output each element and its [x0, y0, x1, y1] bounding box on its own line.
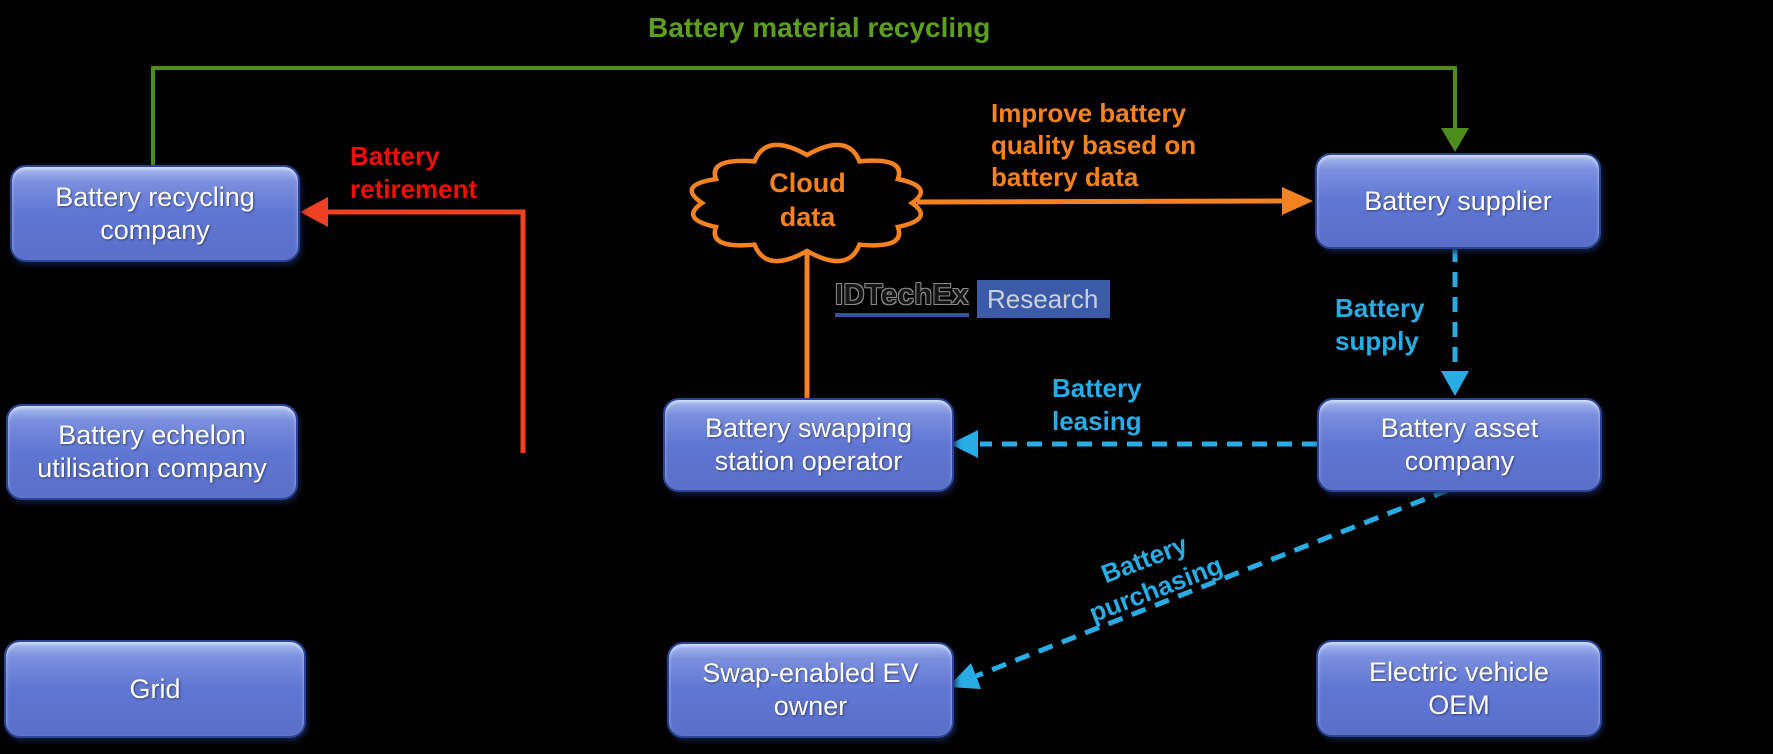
supply-label: Battery supply: [1335, 293, 1425, 356]
node-battery-echelon-utilisation-company: Battery echelon utilisation company: [6, 404, 298, 500]
supply-arrowhead: [1441, 371, 1469, 396]
cloud-shape: [689, 142, 923, 264]
material-recycling-label: Battery material recycling: [648, 12, 991, 43]
retirement-arrowhead: [300, 197, 328, 227]
improve-quality-line: [916, 198, 1285, 205]
leasing-arrowhead: [950, 430, 978, 458]
purchasing-line: [975, 487, 1449, 679]
purchasing-arrowhead: [948, 663, 981, 689]
improve-quality-label: Improve battery quality based on battery…: [991, 98, 1197, 192]
node-grid: Grid: [4, 640, 306, 738]
retirement-label: Battery retirement: [350, 141, 478, 204]
improve-quality-arrowhead: [1282, 187, 1313, 215]
node-battery-asset-company: Battery asset company: [1317, 398, 1602, 492]
material-recycling-arrowhead: [1441, 128, 1469, 152]
research-logo-badge: Research: [977, 280, 1111, 318]
node-battery-recycling-company: Battery recycling company: [10, 165, 300, 262]
leasing-label: Battery leasing: [1052, 373, 1142, 436]
retirement-line: [326, 209, 526, 453]
node-electric-vehicle-oem: Electric vehicle OEM: [1316, 640, 1602, 737]
node-swap-enabled-ev-owner: Swap-enabled EV owner: [667, 642, 954, 738]
node-battery-supplier: Battery supplier: [1315, 153, 1601, 249]
cloud-data-label: Cloud data: [769, 168, 846, 232]
material-recycling-line: [151, 66, 1457, 165]
node-battery-swapping-station-operator: Battery swapping station operator: [663, 398, 954, 492]
idtechex-logo-text: IDTechEx: [835, 280, 970, 317]
idtechex-research-logo: IDTechEx Research: [835, 280, 1111, 318]
